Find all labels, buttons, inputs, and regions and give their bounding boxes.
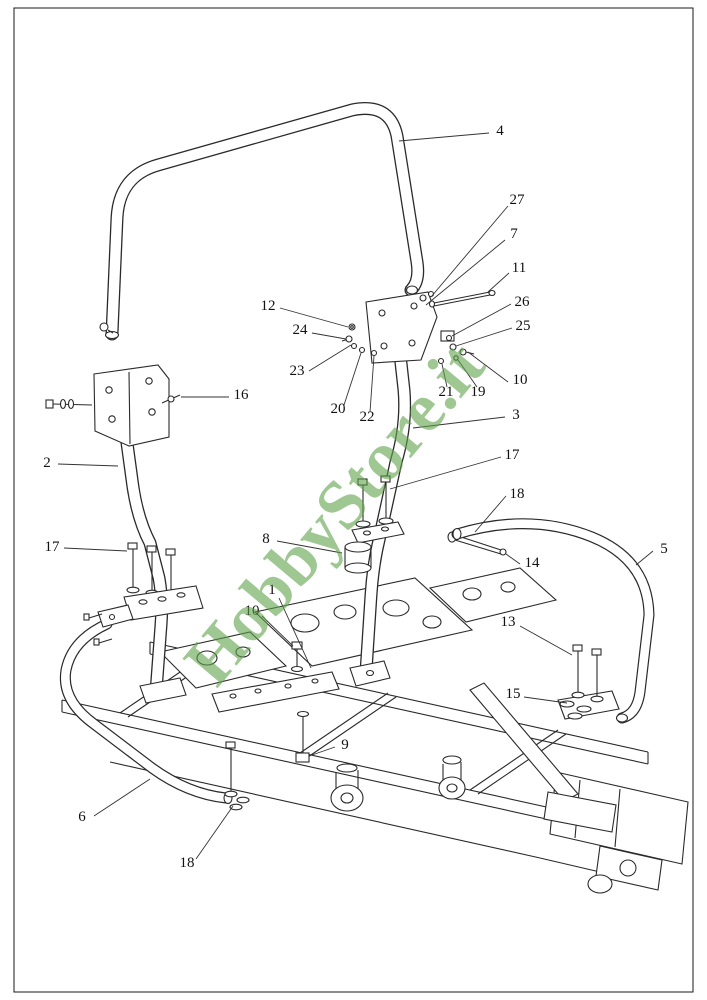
callout-6: 6	[78, 778, 151, 825]
part-label: 9	[341, 737, 349, 753]
part-label: 19	[471, 384, 486, 400]
tube6-bracket	[83, 604, 134, 646]
part-label: 10	[513, 372, 528, 388]
callout-20: 20	[331, 352, 362, 417]
callout-7: 7	[425, 226, 518, 306]
callout-4: 4	[398, 123, 504, 142]
part-label: 2	[43, 455, 51, 471]
bolt-part10-lower	[290, 641, 304, 673]
caster-wheel-front	[330, 763, 364, 812]
part-label: 25	[516, 318, 531, 334]
rear-frame-section	[549, 771, 689, 894]
callout-10-lower: 10	[245, 603, 294, 647]
page-border	[13, 7, 694, 993]
sleeve-part8	[344, 541, 372, 574]
callout-23: 23	[290, 344, 352, 379]
part-label: 18	[510, 486, 525, 502]
deck-plate-right	[428, 567, 558, 623]
bolt-part16	[161, 394, 181, 404]
bolts-part17-right	[351, 475, 405, 544]
part-label: 22	[360, 409, 375, 425]
bracket-bolt-long	[45, 398, 93, 410]
hitch-block	[595, 845, 663, 891]
part-label: 7	[510, 226, 518, 242]
callout-1: 1	[268, 582, 312, 669]
rollbar-hoop-part4	[99, 102, 425, 341]
callout-5: 5	[635, 541, 668, 566]
mount-brace	[469, 682, 579, 802]
part-label: 27	[510, 192, 526, 208]
part-label: 20	[331, 401, 346, 417]
mounting-bracket-part1	[211, 641, 340, 763]
part-label: 4	[496, 123, 504, 139]
callout-9: 9	[311, 737, 349, 756]
part-label: 16	[234, 387, 250, 403]
part-label: 1	[268, 582, 276, 598]
callout-25: 25	[455, 318, 531, 347]
rod-part11	[428, 289, 496, 308]
callout-18-bottom: 18	[180, 805, 234, 871]
part-label: 23	[290, 363, 305, 379]
mount-plate-upper	[557, 690, 620, 720]
part-label: 17	[505, 447, 521, 463]
post-foot-plate	[349, 660, 391, 687]
callout-17-left: 17	[45, 539, 128, 555]
fastener-cluster-left	[341, 323, 378, 357]
post-foot-plate	[139, 677, 187, 704]
callout-12: 12	[261, 298, 349, 328]
right-post-part3	[341, 289, 496, 687]
post2-head-bracket	[93, 364, 170, 447]
callout-27: 27	[430, 192, 526, 298]
right-tube-part5	[451, 518, 655, 833]
callout-15: 15	[506, 686, 568, 704]
callout-19: 19	[457, 359, 486, 400]
bolts-part18-bottom	[224, 741, 250, 811]
callout-10: 10	[467, 351, 528, 388]
part-label: 26	[515, 294, 531, 310]
part-label: 5	[660, 541, 668, 557]
mount-plate-lower	[543, 791, 617, 833]
callout-13: 13	[501, 614, 573, 656]
callout-8: 8	[262, 531, 343, 554]
bolts-part13	[571, 644, 604, 703]
left-tube-part6	[59, 604, 250, 811]
part-label: 18	[180, 855, 195, 871]
bolt-part7	[427, 290, 435, 298]
callout-22: 22	[360, 355, 375, 425]
part-label: 14	[525, 555, 541, 571]
callout-17-right: 17	[389, 447, 521, 490]
caster-wheel-mid	[438, 755, 466, 800]
part-label: 3	[512, 407, 520, 423]
callout-14: 14	[505, 553, 541, 571]
deck-plate-left	[158, 631, 288, 689]
part-label: 15	[506, 686, 521, 702]
callout-2: 2	[43, 455, 119, 471]
part-label: 8	[262, 531, 270, 547]
part-label: 11	[512, 260, 526, 276]
callouts: 4 27 7 11 12 24 26 25 23 10 21 19 20 22 …	[43, 123, 668, 871]
part-label: 17	[45, 539, 61, 555]
part-label: 10	[245, 603, 260, 619]
tube-end-cap	[104, 330, 120, 340]
part-label: 6	[78, 809, 86, 825]
callout-3: 3	[412, 407, 520, 429]
part-label: 13	[501, 614, 516, 630]
bolt-part27	[419, 294, 427, 302]
callout-24: 24	[293, 322, 347, 340]
callout-21: 21	[439, 363, 454, 400]
callout-26: 26	[451, 294, 531, 337]
bolt-part9	[295, 710, 310, 763]
knob-bolt	[99, 322, 109, 332]
callout-18-right: 18	[474, 486, 525, 533]
part-label: 12	[261, 298, 276, 314]
part-label: 21	[439, 384, 454, 400]
callout-11: 11	[487, 260, 526, 293]
callout-16: 16	[181, 387, 249, 403]
part-label: 24	[293, 322, 309, 338]
fastener-cluster-right	[437, 330, 475, 365]
